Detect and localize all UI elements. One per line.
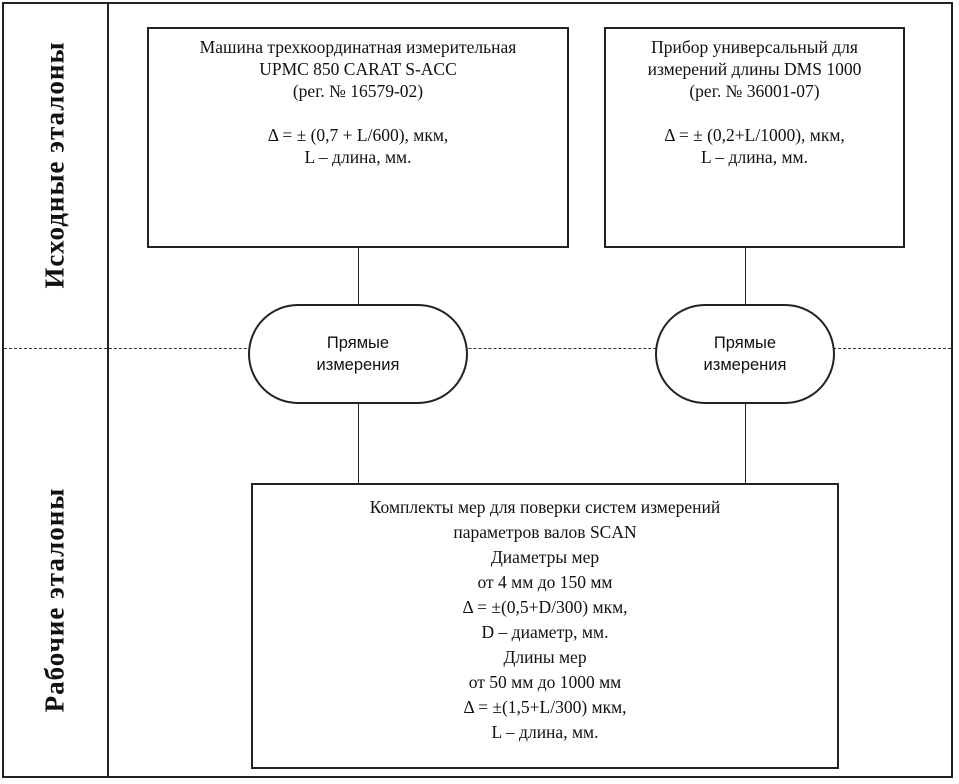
connector-right-bottom bbox=[745, 403, 746, 483]
connector-left-bottom bbox=[358, 403, 359, 483]
box-line: Диаметры мер bbox=[490, 547, 600, 567]
box-line: Δ = ±(0,5+D/300) мкм, bbox=[462, 597, 628, 617]
side-label-working-standards: Рабочие эталоны bbox=[39, 487, 70, 713]
box-line: D – диаметр, мм. bbox=[481, 622, 609, 642]
pill-line: измерения bbox=[703, 356, 787, 374]
box-line: L – длина, мм. bbox=[491, 722, 599, 742]
box-line: Прибор универсальный для bbox=[651, 37, 858, 57]
pill-line: Прямые bbox=[326, 334, 390, 352]
box-line: Δ = ± (0,2+L/1000), мкм, bbox=[664, 125, 845, 145]
connector-left-top bbox=[358, 247, 359, 305]
pill-line: измерения bbox=[316, 356, 400, 374]
box-line: (рег. № 16579-02) bbox=[292, 81, 424, 101]
box-line: L – длина, мм. bbox=[304, 147, 412, 167]
box-line: измерений длины DMS 1000 bbox=[647, 59, 862, 79]
box-line: Комплекты мер для поверки систем измерен… bbox=[369, 497, 721, 517]
box-line: от 50 мм до 1000 мм bbox=[468, 672, 622, 692]
box-line: Δ = ± (0,7 + L/600), мкм, bbox=[267, 125, 449, 145]
box-line: параметров валов SCAN bbox=[453, 522, 637, 542]
side-label-source-standards: Исходные эталоны bbox=[39, 41, 70, 289]
box-line: Δ = ±(1,5+L/300) мкм, bbox=[463, 697, 627, 717]
side-column-divider bbox=[107, 2, 109, 778]
box-line: Машина трехкоординатная измерительная bbox=[199, 37, 517, 57]
box-scan-measure-sets: Комплекты мер для поверки систем измерен… bbox=[251, 483, 839, 769]
pill-direct-measurements-left: Прямые измерения bbox=[248, 304, 468, 404]
pill-direct-measurements-right: Прямые измерения bbox=[655, 304, 835, 404]
box-line: от 4 мм до 150 мм bbox=[477, 572, 613, 592]
box-line: (рег. № 36001-07) bbox=[689, 81, 820, 101]
connector-right-top bbox=[745, 247, 746, 305]
box-cmm-machine: Машина трехкоординатная измерительная UP… bbox=[147, 27, 569, 248]
box-line: Длины мер bbox=[503, 647, 587, 667]
box-dms-instrument: Прибор универсальный для измерений длины… bbox=[604, 27, 905, 248]
pill-line: Прямые bbox=[713, 334, 777, 352]
box-line: UPMC 850 CARAT S-ACC bbox=[259, 59, 457, 79]
section-divider-dashed bbox=[4, 348, 951, 349]
box-line: L – длина, мм. bbox=[701, 147, 808, 167]
